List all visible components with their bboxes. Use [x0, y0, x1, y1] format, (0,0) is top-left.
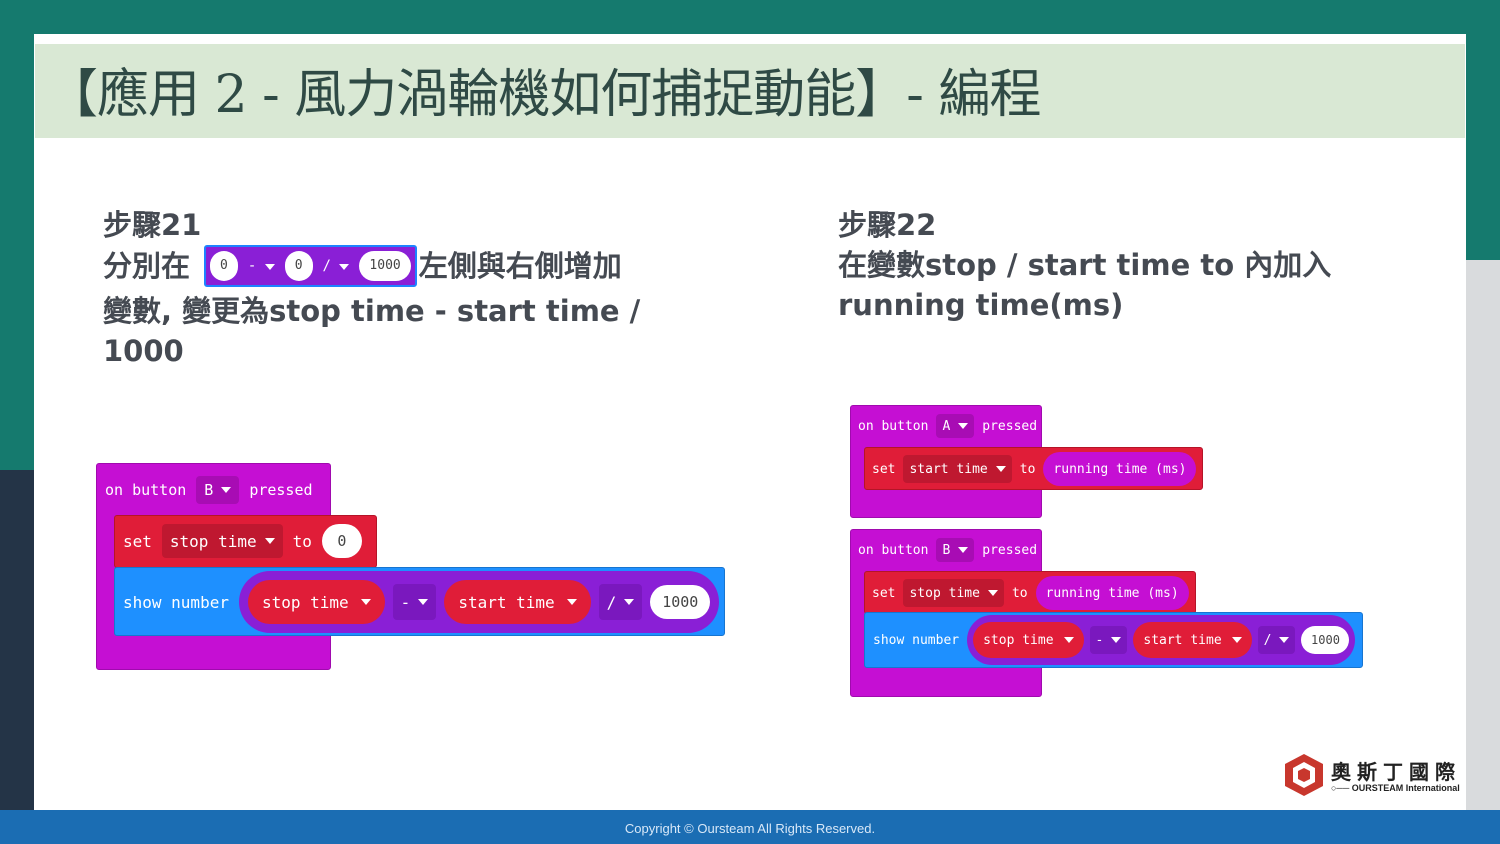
left-set-row: set stop time to 0 [123, 523, 362, 559]
dropdown-caret-icon [624, 599, 635, 605]
left-expr-mid-variable[interactable]: start time [444, 580, 591, 624]
step21-line1: 分別在 0 - 0 / 1000 左側與右側增加 [103, 245, 743, 291]
right-a-event-pressed-label: pressed [982, 418, 1038, 434]
left-expr-divide-dropdown[interactable]: / [598, 584, 643, 620]
dropdown-caret-icon [360, 599, 371, 605]
left-set-value-input[interactable]: 0 [321, 524, 362, 558]
slide-title: 【應用 2 - 風力渦輪機如何捕捉動能】- 編程 [46, 65, 1041, 125]
step21-line2: 變數, 變更為stop time - start time / [103, 294, 641, 328]
right-a-set-row: set start time to running time (ms) [872, 452, 1197, 486]
dropdown-caret-icon [264, 264, 275, 270]
background-left-dark-band [0, 470, 34, 810]
right-b-event-header: on button B pressed [858, 538, 1037, 562]
dropdown-caret-icon [418, 599, 429, 605]
right-b-event-on-label: on button [858, 542, 929, 558]
logo-chinese-text: 奧斯丁國際 [1331, 760, 1461, 784]
inline-divide-dropdown: / [317, 246, 356, 286]
right-b-set-variable-dropdown[interactable]: stop time [903, 579, 1004, 607]
dropdown-caret-icon [1279, 637, 1290, 643]
right-b-expr-left-variable[interactable]: stop time [973, 622, 1084, 658]
right-b-expr-right-input[interactable]: 1000 [1301, 626, 1350, 654]
background-top-band [0, 0, 1500, 40]
right-b-math-expression[interactable]: stop time - start time / 1000 [967, 615, 1356, 665]
dropdown-caret-icon [339, 264, 350, 270]
step21-text: 步驟21 分別在 0 - 0 / 1000 左側與右側增加 變數, 變更為sto… [103, 205, 743, 371]
right-a-running-time-block[interactable]: running time (ms) [1043, 452, 1197, 486]
left-set-label: set [123, 531, 152, 551]
right-a-event-on-label: on button [858, 418, 929, 434]
left-set-variable-dropdown[interactable]: stop time [161, 524, 283, 558]
dropdown-caret-icon [987, 590, 998, 596]
right-b-running-time-block[interactable]: running time (ms) [1035, 576, 1189, 610]
inline-mid-operand: 0 [284, 251, 313, 281]
left-event-header: on button B pressed [105, 476, 313, 504]
right-a-event-header: on button A pressed [858, 414, 1037, 438]
inline-right-operand: 1000 [359, 251, 411, 281]
footer-bar [0, 810, 1500, 844]
right-b-event-pressed-label: pressed [982, 542, 1038, 558]
left-event-pressed-label: pressed [249, 481, 313, 499]
dropdown-caret-icon [1063, 637, 1074, 643]
left-expr-left-variable[interactable]: stop time [247, 580, 385, 624]
right-b-show-label: show number [873, 632, 960, 648]
step22-line1: 在變數stop / start time to 內加入 [838, 248, 1332, 282]
right-b-expr-mid-variable[interactable]: start time [1133, 622, 1252, 658]
step22-text: 步驟22 在變數stop / start time to 內加入 running… [838, 205, 1438, 325]
right-b-set-row: set stop time to running time (ms) [872, 576, 1189, 610]
step21-heading: 步驟21 [103, 208, 202, 242]
logo-english-text: ○── OURSTEAM International [1331, 783, 1460, 793]
left-expr-minus-dropdown[interactable]: - [392, 584, 437, 620]
left-show-label: show number [123, 592, 229, 612]
left-button-dropdown[interactable]: B [196, 476, 240, 504]
right-b-expr-divide-dropdown[interactable]: / [1257, 626, 1296, 654]
left-set-to-label: to [292, 531, 312, 551]
dropdown-caret-icon [995, 466, 1006, 472]
background-right-band [1460, 0, 1500, 810]
left-show-row: show number stop time - start time / 100… [123, 571, 720, 633]
right-b-button-dropdown[interactable]: B [936, 538, 975, 562]
oursteam-logo-icon [1285, 754, 1323, 796]
dropdown-caret-icon [1111, 637, 1122, 643]
left-expr-right-input[interactable]: 1000 [650, 585, 711, 619]
right-a-button-dropdown[interactable]: A [936, 414, 975, 438]
slide-canvas [34, 34, 1466, 810]
dropdown-caret-icon [566, 599, 577, 605]
step21-line3: 1000 [103, 334, 184, 368]
inline-left-operand: 0 [210, 251, 238, 281]
right-b-expr-minus-dropdown[interactable]: - [1089, 626, 1128, 654]
right-a-set-label: set [872, 461, 896, 477]
right-b-set-label: set [872, 585, 896, 601]
dropdown-caret-icon [958, 547, 969, 553]
right-b-set-to-label: to [1011, 585, 1028, 601]
left-event-on-label: on button [105, 481, 187, 499]
step21-line1-pre: 分別在 [103, 249, 191, 283]
step22-line2: running time(ms) [838, 288, 1124, 322]
dropdown-caret-icon [221, 487, 232, 493]
title-bar [35, 44, 1465, 138]
step21-line1-post: 左側與右側增加 [418, 249, 622, 283]
inline-math-expression: 0 - 0 / 1000 [204, 245, 417, 287]
left-math-expression[interactable]: stop time - start time / 1000 [238, 571, 720, 633]
dropdown-caret-icon [1231, 637, 1242, 643]
oursteam-logo: 奧斯丁國際 ○── OURSTEAM International [1283, 752, 1463, 800]
right-a-set-to-label: to [1019, 461, 1036, 477]
step22-heading: 步驟22 [838, 208, 937, 242]
right-b-show-row: show number stop time - start time / 100… [873, 615, 1356, 665]
dropdown-caret-icon [958, 423, 969, 429]
footer-copyright: Copyright © Oursteam All Rights Reserved… [624, 821, 876, 836]
dropdown-caret-icon [264, 538, 275, 544]
inline-minus-dropdown: - [242, 246, 281, 286]
right-a-set-variable-dropdown[interactable]: start time [903, 455, 1012, 483]
